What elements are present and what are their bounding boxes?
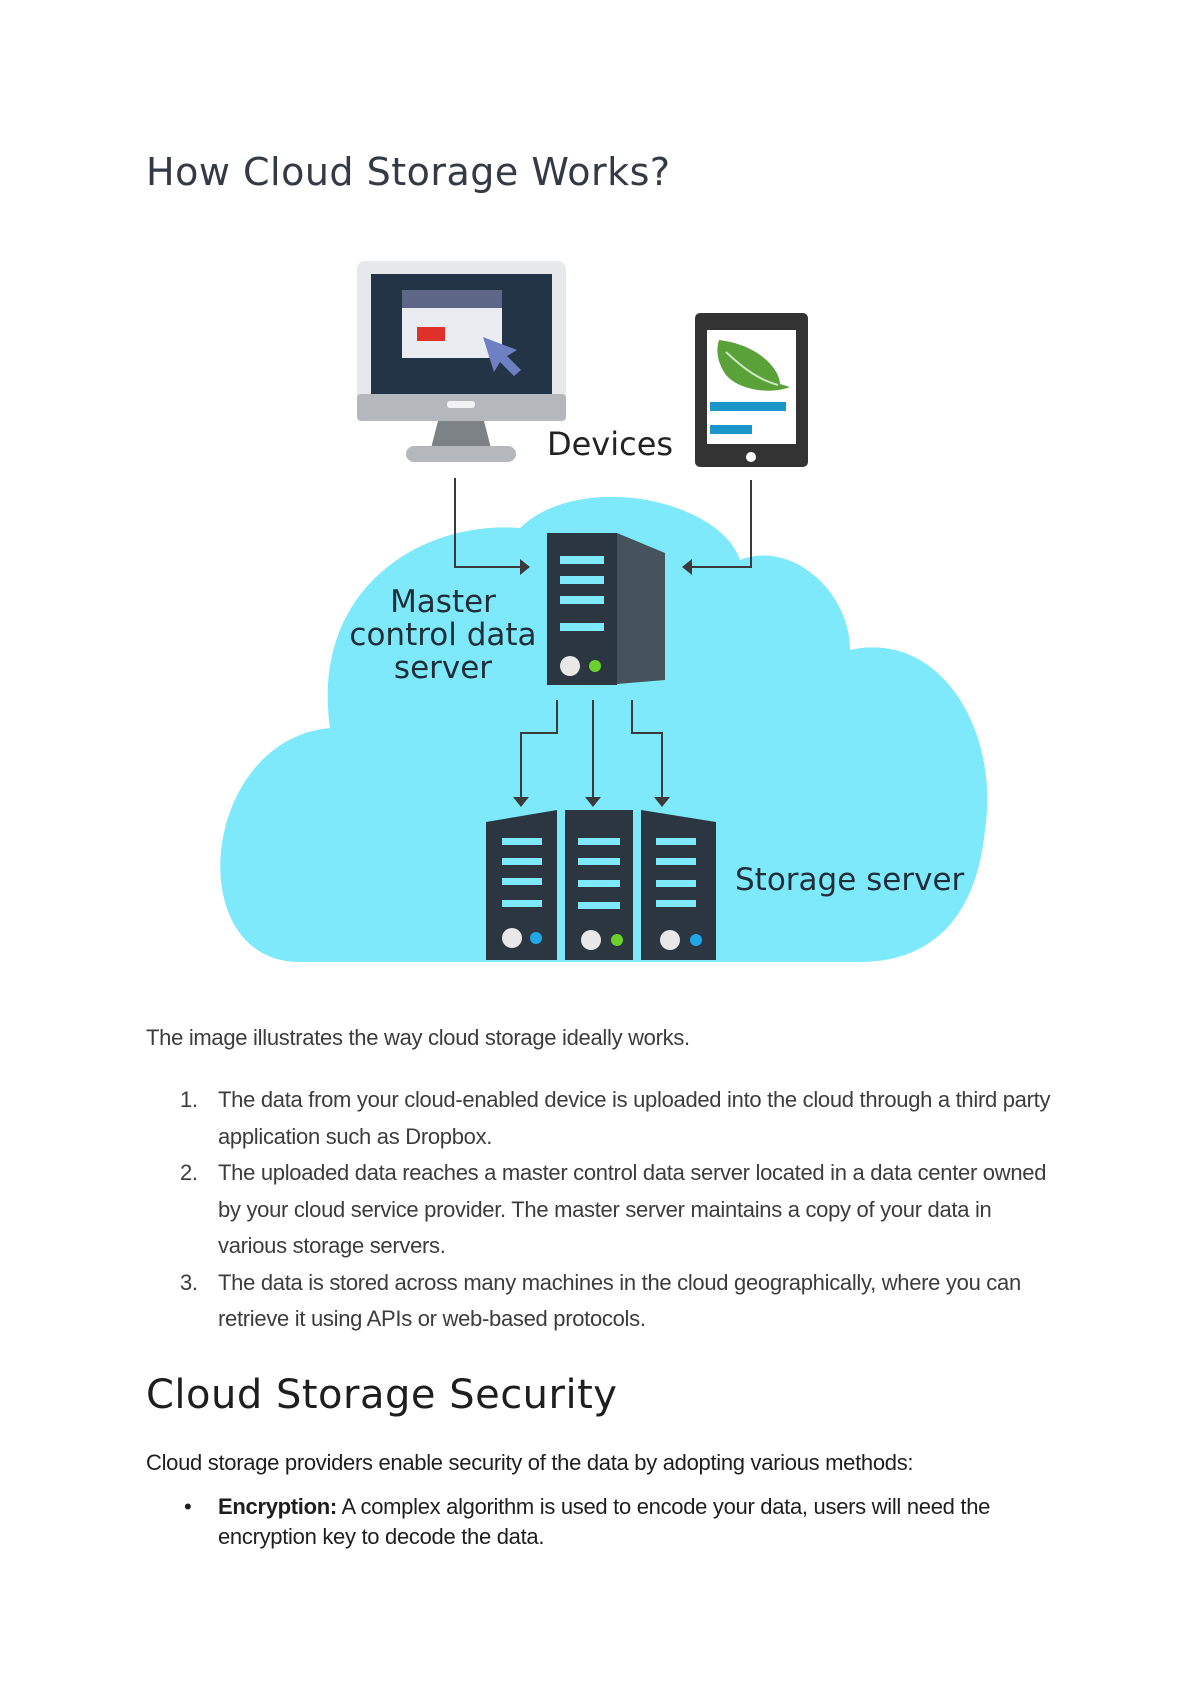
list-number: 1. <box>180 1087 198 1112</box>
method-term: Encryption: <box>218 1494 337 1519</box>
intro-paragraph: The image illustrates the way cloud stor… <box>146 1025 690 1050</box>
list-text: The uploaded data reaches a master contr… <box>218 1160 1047 1258</box>
section-title-security: Cloud Storage Security <box>146 1372 618 1418</box>
device-arrows <box>454 478 752 575</box>
bullet-icon: • <box>184 1494 192 1519</box>
list-text: The data from your cloud-enabled device … <box>218 1087 1051 1149</box>
cloud-storage-diagram: Devices Master control data server <box>220 261 988 962</box>
storage-server-center-icon <box>565 810 633 960</box>
storage-server-right-icon <box>641 810 716 960</box>
page-title: How Cloud Storage Works? <box>146 150 671 194</box>
arrow-to-storage-right <box>631 700 663 797</box>
master-server-icon <box>547 533 665 685</box>
list-number: 3. <box>180 1269 198 1295</box>
arrow-monitor-to-master <box>454 478 520 568</box>
master-label-line1: Master <box>390 584 496 620</box>
list-item: 2. The uploaded data reaches a master co… <box>146 1155 1066 1265</box>
cloud-shape <box>220 496 988 962</box>
arrow-tablet-to-master <box>692 480 752 568</box>
list-text: The data is stored across many machines … <box>218 1269 1021 1332</box>
arrowhead-down <box>585 797 601 807</box>
list-item: • Encryption: A complex algorithm is use… <box>146 1492 1066 1552</box>
arrowhead-down <box>513 797 529 807</box>
list-item: 1. The data from your cloud-enabled devi… <box>146 1082 1066 1155</box>
arrowhead-right <box>520 559 530 575</box>
storage-arrows <box>513 700 670 807</box>
steps-list: 1. The data from your cloud-enabled devi… <box>146 1082 1066 1338</box>
security-methods-list: • Encryption: A complex algorithm is use… <box>146 1492 1066 1552</box>
storage-server-label: Storage server <box>735 862 965 898</box>
list-number: 2. <box>180 1160 198 1185</box>
storage-server-left-icon <box>486 810 557 960</box>
method-description: A complex algorithm is used to encode yo… <box>218 1494 991 1549</box>
master-label-line3: server <box>394 650 492 686</box>
tablet-icon <box>695 313 808 467</box>
master-label-line2: control data <box>349 617 536 653</box>
arrow-to-storage-left <box>520 700 558 797</box>
list-item: 3. The data is stored across many machin… <box>146 1265 1066 1338</box>
security-intro: Cloud storage providers enable security … <box>146 1450 914 1475</box>
arrowhead-down <box>654 797 670 807</box>
devices-label: Devices <box>547 425 673 463</box>
arrowhead-left <box>682 559 692 575</box>
desktop-monitor-icon <box>357 261 566 462</box>
